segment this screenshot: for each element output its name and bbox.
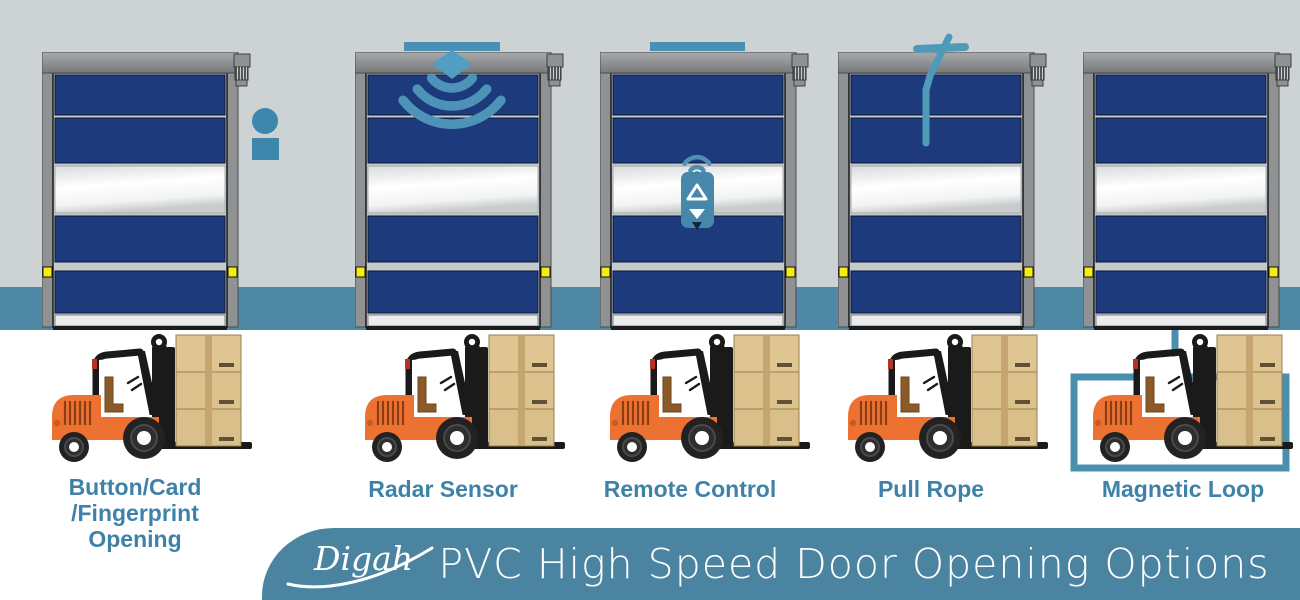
door-pull-rope: [838, 52, 1047, 330]
station-label-magnetic-loop: Magnetic Loop: [1101, 476, 1265, 502]
title-banner: Digah PVC High Speed Door Opening Option…: [262, 528, 1300, 600]
banner-title: PVC High Speed Door Opening Options: [438, 540, 1270, 588]
station-label-remote-control: Remote Control: [603, 476, 777, 502]
label-line: Button/Card: [68, 474, 202, 500]
scene-graphics: [42, 33, 1300, 472]
button-card-icon: [252, 108, 279, 160]
forklift-5: [1093, 334, 1293, 462]
radar-sensor-icon: [398, 42, 506, 129]
forklift-2: [365, 334, 565, 462]
station-label-radar-sensor: Radar Sensor: [368, 476, 518, 502]
forklift-4: [848, 334, 1048, 462]
label-line: Opening: [88, 526, 182, 552]
station-label-button-card: Button/Card /Fingerprint Opening: [30, 474, 240, 552]
digah-logo: Digah: [286, 539, 434, 589]
door-magnetic-loop: [1083, 52, 1292, 330]
remote-control-icon: [650, 42, 745, 230]
door-radar-sensor: [355, 52, 564, 330]
forklift-1: [52, 334, 252, 462]
pull-rope-icon: [913, 33, 969, 147]
label-line: /Fingerprint: [71, 500, 199, 526]
station-label-pull-rope: Pull Rope: [877, 476, 985, 502]
forklift-3: [610, 334, 810, 462]
door-button-card: [42, 52, 251, 330]
digah-logo-text: Digah: [313, 539, 413, 578]
